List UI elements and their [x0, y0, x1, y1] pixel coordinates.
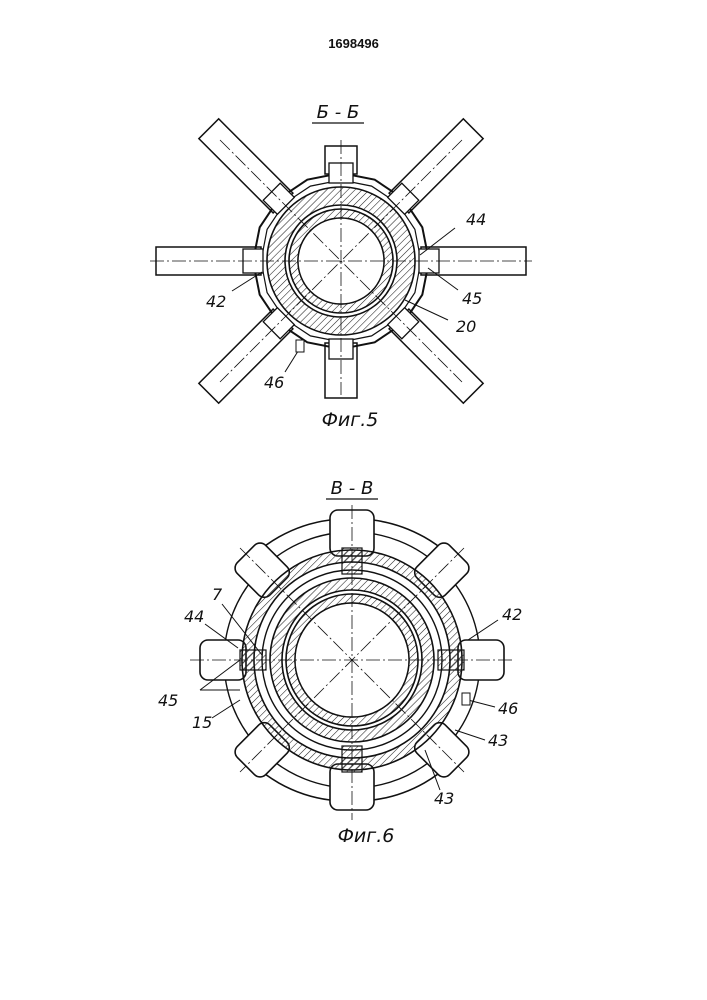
fig6-caption: Фиг.6 — [338, 825, 395, 847]
fig6-callout-7: 7 — [212, 585, 223, 604]
fig5-caption: Фиг.5 — [322, 409, 379, 431]
fig6-callout-46: 46 — [498, 699, 518, 718]
fig6-section-label: В - В — [331, 478, 374, 499]
figure-6: В - В — [158, 478, 522, 847]
fig6-callout-45: 45 — [158, 691, 178, 710]
figure-5: Б - Б — [150, 102, 532, 431]
fig5-callout-45: 45 — [462, 289, 482, 308]
fig5-callout-20: 20 — [456, 317, 476, 336]
fig6-callout-43a: 43 — [488, 731, 508, 750]
fig5-section-label: Б - Б — [317, 102, 360, 123]
fig6-callout-44: 44 — [184, 607, 204, 626]
fig6-callout-43b: 43 — [434, 789, 454, 808]
fig6-callout-42: 42 — [502, 605, 522, 624]
fig5-callout-42: 42 — [206, 292, 226, 311]
fig6-callout-15: 15 — [192, 713, 212, 732]
fig5-callout-46: 46 — [264, 373, 284, 392]
fig5-callout-44: 44 — [466, 210, 486, 229]
